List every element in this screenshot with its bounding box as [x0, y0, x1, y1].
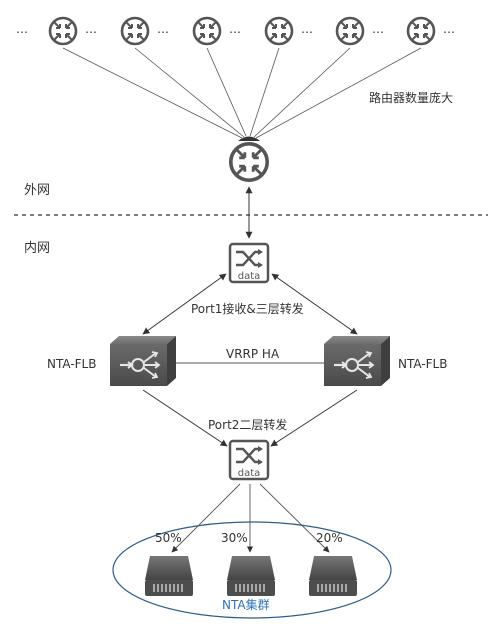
- inner-network-label: 内网: [24, 241, 51, 256]
- router-icon: [264, 16, 294, 46]
- more-routers-ellipsis: …: [85, 22, 97, 36]
- port1-link-right: [271, 273, 358, 335]
- server-icon: [226, 555, 276, 597]
- uplink-bundle-cap: [238, 136, 260, 141]
- more-routers-ellipsis: …: [443, 22, 455, 36]
- outer-network-label: 外网: [24, 183, 51, 198]
- switch-data-label: data: [238, 468, 261, 479]
- more-routers-ellipsis: …: [301, 22, 313, 36]
- vrrp-label: VRRP HA: [226, 347, 280, 361]
- port1-link-left: [142, 273, 227, 335]
- flb-right-label: NTA-FLB: [398, 357, 448, 371]
- router-icon: [406, 16, 436, 46]
- router-icon: [120, 16, 150, 46]
- flb-device-left: [108, 334, 178, 388]
- share-label: 30%: [221, 531, 248, 545]
- more-routers-ellipsis: …: [229, 22, 241, 36]
- port2-link-right: [270, 389, 358, 447]
- cluster-link-20: [259, 483, 330, 553]
- nta-cluster-outline: [112, 521, 392, 619]
- more-routers-ellipsis: …: [157, 22, 169, 36]
- flb-left-label: NTA-FLB: [47, 357, 97, 371]
- router-icon: [48, 16, 78, 46]
- flb-device-right: [322, 334, 392, 388]
- router-count-note: 路由器数量庞大: [369, 91, 454, 105]
- share-label: 50%: [155, 531, 182, 545]
- port1-label: Port1接收&三层转发: [191, 302, 304, 316]
- server-icon: [144, 555, 194, 597]
- nta-cluster-label: NTA集群: [222, 598, 270, 612]
- router-uplinks: [62, 47, 422, 139]
- port2-label: Port2二层转发: [208, 418, 288, 432]
- more-routers-ellipsis: …: [372, 22, 384, 36]
- router-icon: [192, 16, 222, 46]
- router-icon: [335, 16, 365, 46]
- share-label: 20%: [316, 531, 343, 545]
- cluster-link-50: [171, 483, 241, 553]
- more-routers-ellipsis: …: [16, 22, 28, 36]
- server-icon: [308, 555, 358, 597]
- port2-link-left: [142, 389, 228, 447]
- switch-data-label: data: [238, 271, 261, 282]
- core-router-icon: [228, 141, 270, 183]
